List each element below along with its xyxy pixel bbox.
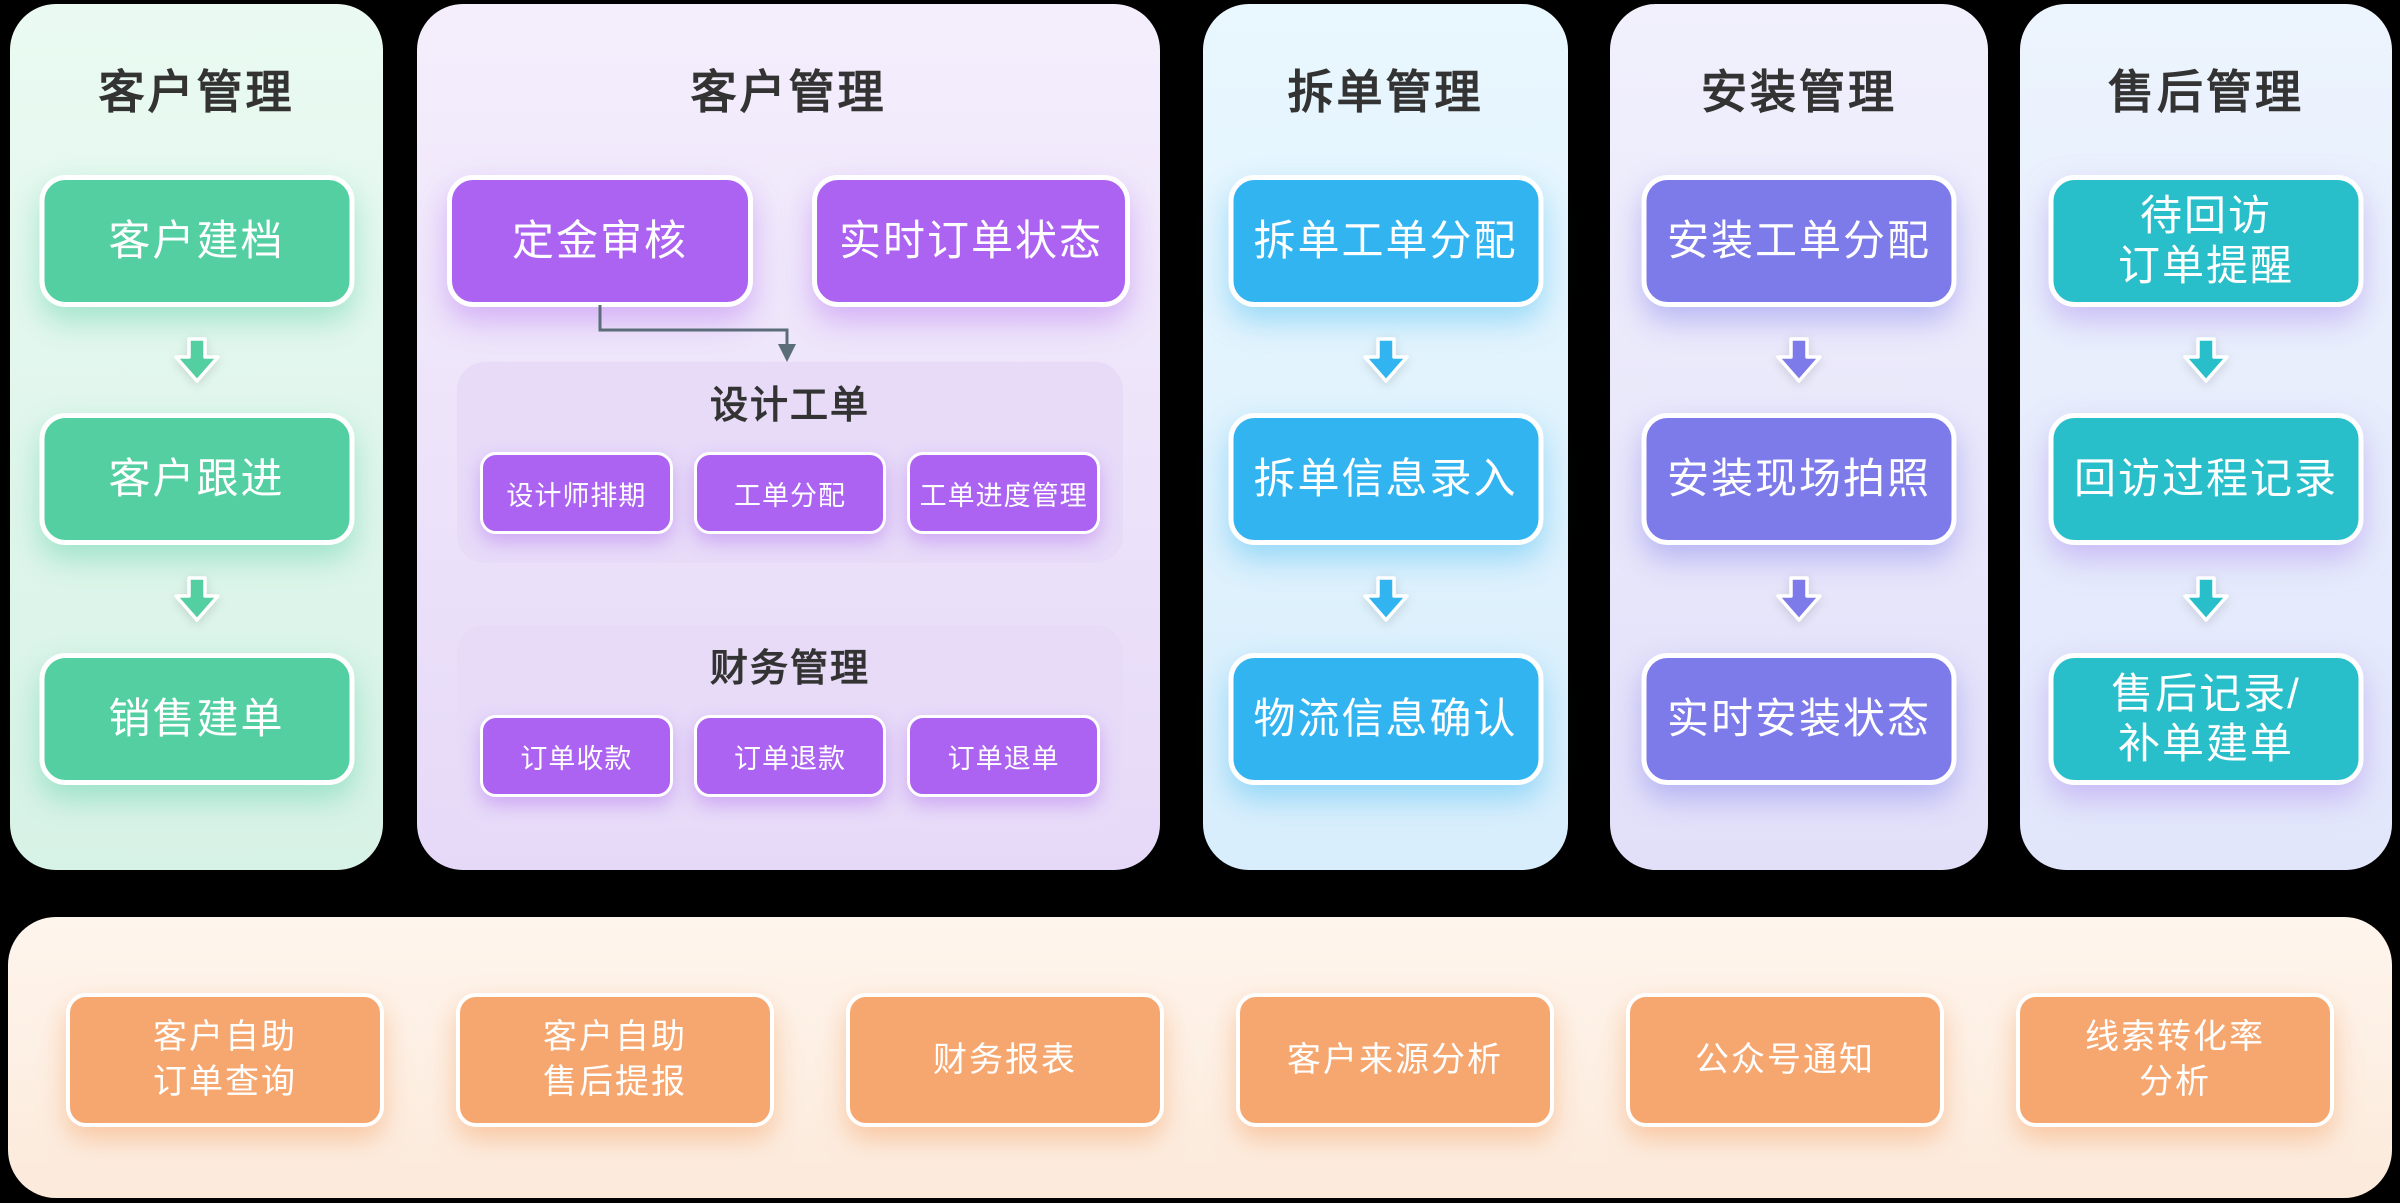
node-lead-conversion-analysis: 线索转化率 分析 bbox=[2016, 993, 2334, 1127]
node-realtime-order-status: 实时订单状态 bbox=[812, 175, 1130, 307]
node-order-collection: 订单收款 bbox=[480, 715, 673, 797]
node-logistics-info-confirmation: 物流信息确认 bbox=[1228, 653, 1543, 785]
node-aftersales-record-reorder: 售后记录/ 补单建单 bbox=[2048, 653, 2364, 785]
node-split-work-order-assignment: 拆单工单分配 bbox=[1228, 175, 1543, 307]
section-design-work-order: 设计工单 设计师排期 工单分配 工单进度管理 bbox=[457, 362, 1123, 563]
section-title: 设计工单 bbox=[709, 385, 870, 427]
node-work-order-progress: 工单进度管理 bbox=[907, 452, 1101, 534]
down-arrow-icon bbox=[1776, 576, 1822, 622]
node-pending-revisit-reminder: 待回访 订单提醒 bbox=[2048, 175, 2364, 307]
node-official-account-notification: 公众号通知 bbox=[1626, 993, 1944, 1127]
elbow-connector-arrow bbox=[598, 305, 796, 362]
down-arrow-icon bbox=[1362, 576, 1409, 622]
section-finance-management: 财务管理 订单收款 订单退款 订单退单 bbox=[457, 625, 1123, 826]
section-title: 财务管理 bbox=[709, 648, 870, 690]
node-order-return: 订单退单 bbox=[907, 715, 1101, 797]
panel-title: 拆单管理 bbox=[1287, 66, 1484, 118]
node-deposit-review: 定金审核 bbox=[447, 175, 753, 307]
panel-title: 售后管理 bbox=[2108, 66, 2304, 118]
node-financial-reports: 财务报表 bbox=[846, 993, 1164, 1127]
panel-title: 客户管理 bbox=[690, 66, 887, 118]
node-designer-scheduling: 设计师排期 bbox=[480, 452, 673, 534]
panel-installation-management: 安装管理 安装工单分配 安装现场拍照 实时安装状态 bbox=[1610, 4, 1988, 870]
extension-items: 客户自助 订单查询 客户自助 售后提报 财务报表 客户来源分析 公众号通知 线索… bbox=[8, 993, 2392, 1127]
node-revisit-process-record: 回访过程记录 bbox=[2048, 413, 2364, 545]
panel-split-order-management: 拆单管理 拆单工单分配 拆单信息录入 物流信息确认 bbox=[1203, 4, 1568, 870]
panel-title: 安装管理 bbox=[1701, 66, 1897, 118]
down-arrow-icon bbox=[173, 337, 220, 383]
node-customer-follow-up: 客户跟进 bbox=[39, 413, 354, 545]
panel-after-sales-management: 售后管理 待回访 订单提醒 回访过程记录 售后记录/ 补单建单 bbox=[2020, 4, 2392, 870]
panel-extensions: 客户自助 订单查询 客户自助 售后提报 财务报表 客户来源分析 公众号通知 线索… bbox=[8, 917, 2392, 1198]
down-arrow-icon bbox=[2183, 576, 2229, 622]
node-order-refund: 订单退款 bbox=[693, 715, 887, 797]
node-customer-self-aftersales-report: 客户自助 售后提报 bbox=[456, 993, 774, 1127]
section-items: 订单收款 订单退款 订单退单 bbox=[480, 715, 1101, 797]
node-work-order-assignment: 工单分配 bbox=[693, 452, 887, 534]
node-customer-source-analysis: 客户来源分析 bbox=[1236, 993, 1554, 1127]
panel-customer-management-1: 客户管理 客户建档 客户跟进 销售建单 bbox=[10, 4, 383, 870]
panel-customer-management-2: 客户管理 定金审核 实时订单状态 设计工单 设计师排期 工单分配 工单进度管理 … bbox=[417, 4, 1160, 870]
down-arrow-icon bbox=[1362, 337, 1409, 383]
node-install-site-photos: 安装现场拍照 bbox=[1641, 413, 1957, 545]
down-arrow-icon bbox=[2183, 337, 2229, 383]
node-sales-order-creation: 销售建单 bbox=[39, 653, 354, 785]
down-arrow-icon bbox=[1776, 337, 1822, 383]
node-customer-archiving: 客户建档 bbox=[39, 175, 354, 307]
panel-title: 客户管理 bbox=[98, 66, 295, 118]
node-realtime-install-status: 实时安装状态 bbox=[1641, 653, 1957, 785]
node-install-work-order-assignment: 安装工单分配 bbox=[1641, 175, 1957, 307]
node-split-info-entry: 拆单信息录入 bbox=[1228, 413, 1543, 545]
section-items: 设计师排期 工单分配 工单进度管理 bbox=[480, 452, 1101, 534]
down-arrow-icon bbox=[173, 576, 220, 622]
node-customer-self-order-query: 客户自助 订单查询 bbox=[66, 993, 384, 1127]
